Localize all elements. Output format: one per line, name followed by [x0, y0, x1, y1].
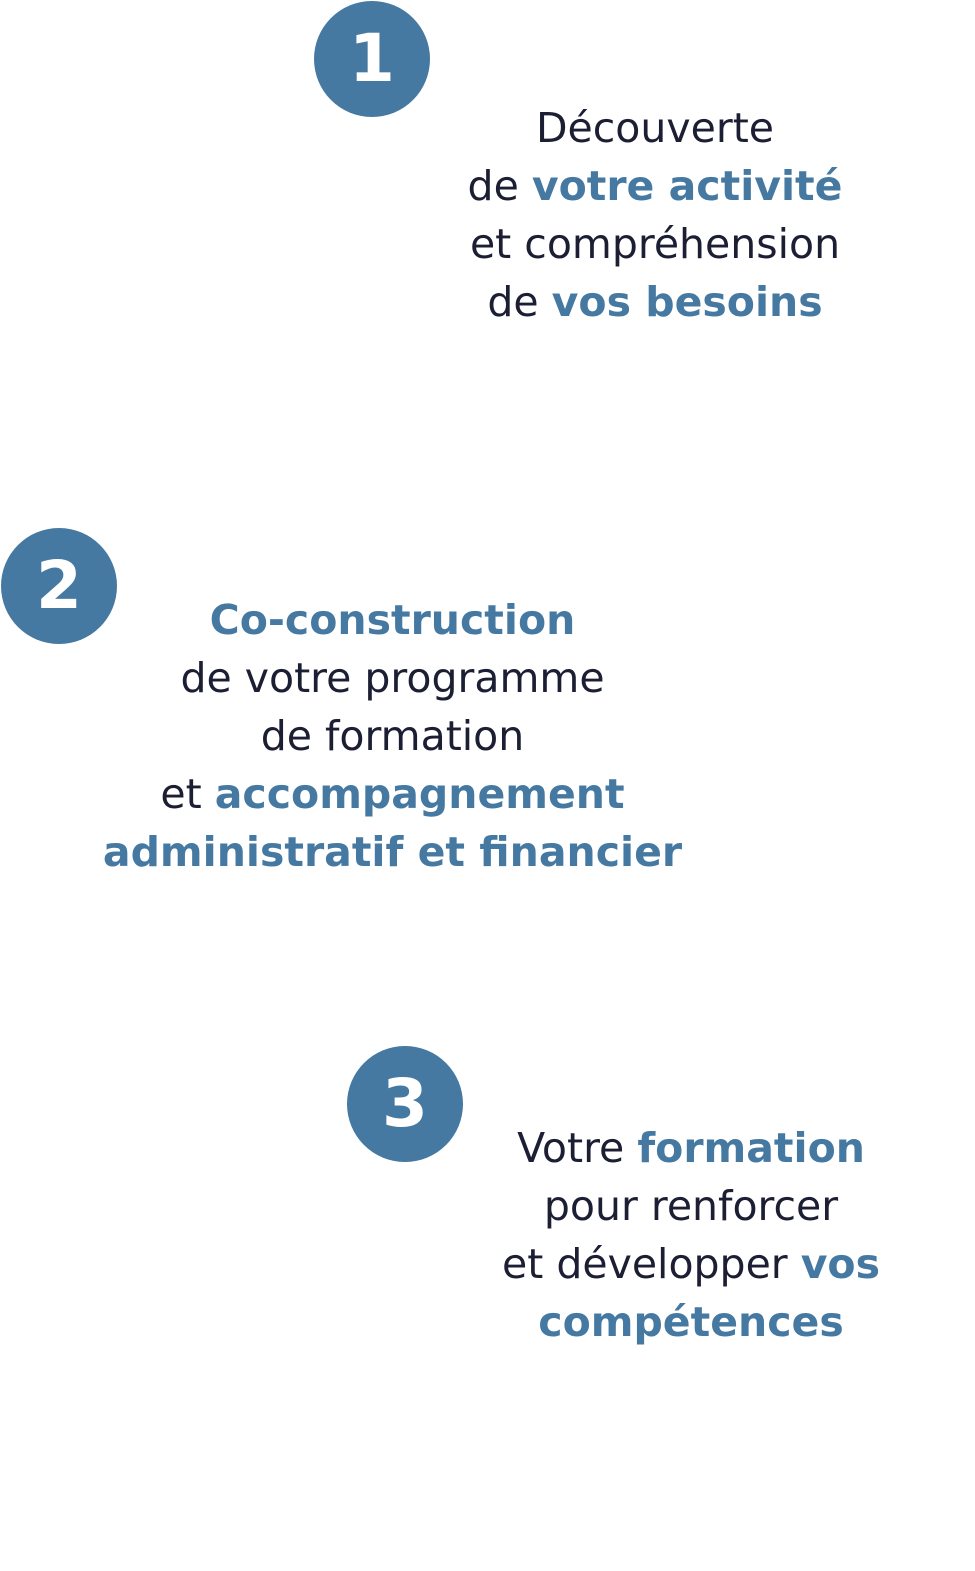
step-2-highlight-coconstruction: Co-construction [209, 596, 576, 644]
step-2-line-1: Co-construction [60, 591, 725, 649]
step-2-highlight-admin-financial: administratif et financier [102, 828, 683, 876]
step-3-text-reinforce: pour renforcer [543, 1182, 839, 1230]
step-3-text-your: Votre [517, 1124, 638, 1172]
step-1-description: Découverte de votre activité et compréhe… [405, 99, 905, 331]
step-1-highlight-needs: vos besoins [551, 278, 823, 326]
step-2-line-2: de votre programme [60, 649, 725, 707]
step-2-number-badge: 2 [1, 528, 117, 644]
step-3-line-1: Votre formation [456, 1119, 926, 1177]
step-1-text-de: de [467, 162, 532, 210]
step-2-text-program: de votre programme [180, 654, 605, 702]
step-2-line-5: administratif et financier [60, 823, 725, 881]
step-1-line-3: et compréhension [405, 215, 905, 273]
step-3-highlight-your: vos [800, 1240, 881, 1288]
step-3-number-badge: 3 [347, 1046, 463, 1162]
step-1-text-discovery: Découverte [535, 104, 775, 152]
step-1-text-understanding: et compréhension [469, 220, 841, 268]
step-2-text-training: de formation [260, 712, 525, 760]
step-2-text-et: et [160, 770, 215, 818]
step-3-description: Votre formation pour renforcer et dévelo… [456, 1119, 926, 1351]
step-3-line-3: et développer vos [456, 1235, 926, 1293]
step-3-text-develop: et développer [501, 1240, 801, 1288]
step-3-highlight-skills: compétences [538, 1298, 844, 1346]
step-3-highlight-training: formation [637, 1124, 865, 1172]
step-1-text-de-2: de [487, 278, 552, 326]
step-3-line-2: pour renforcer [456, 1177, 926, 1235]
step-1-line-1: Découverte [405, 99, 905, 157]
step-2-description: Co-construction de votre programme de fo… [60, 591, 725, 881]
step-1-line-2: de votre activité [405, 157, 905, 215]
step-2-line-4: et accompagnement [60, 765, 725, 823]
step-1-line-4: de vos besoins [405, 273, 905, 331]
step-3-line-4: compétences [456, 1293, 926, 1351]
step-2-highlight-support: accompagnement [214, 770, 625, 818]
step-2-line-3: de formation [60, 707, 725, 765]
step-1-number-badge: 1 [314, 1, 430, 117]
step-1-highlight-activity: votre activité [531, 162, 843, 210]
